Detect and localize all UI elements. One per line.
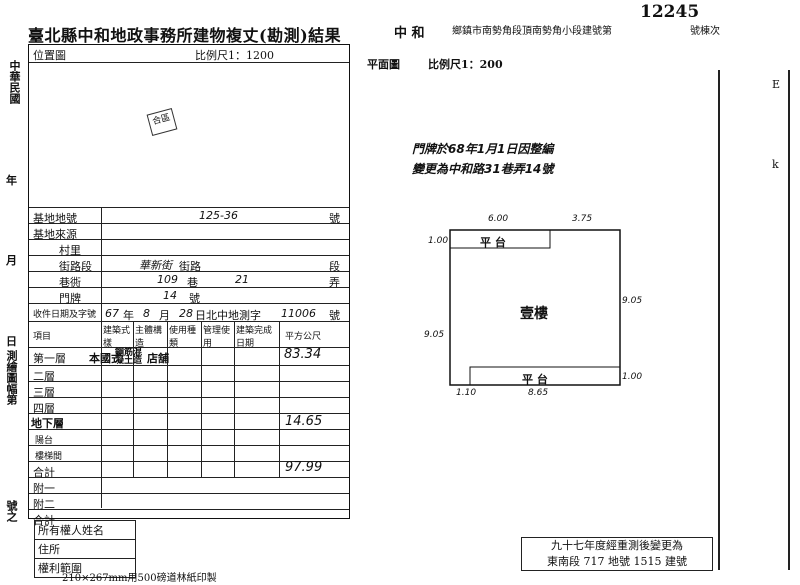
floor1-label: 第一層 bbox=[33, 352, 66, 365]
paper-note: 210×267mm用500磅道林紙印製 bbox=[62, 573, 217, 584]
side-month: 月 bbox=[6, 254, 17, 267]
address-label: 住所 bbox=[35, 540, 135, 559]
stair-label: 樓梯間 bbox=[35, 452, 63, 462]
head-item: 項目 bbox=[33, 332, 52, 342]
case-number: 11006 bbox=[281, 307, 316, 320]
total-label: 合計 bbox=[33, 466, 55, 479]
style-value: 本國式 bbox=[89, 352, 122, 365]
plan-note-1: 門牌於68年1月1日因整編 bbox=[412, 142, 554, 156]
road-suffix: 街路 bbox=[179, 260, 201, 273]
dim-left-top: 1.00 bbox=[428, 236, 449, 246]
platform-bottom-label: 平 台 bbox=[522, 373, 548, 386]
case-year: 67 bbox=[105, 307, 119, 320]
dim-right-bottom: 1.00 bbox=[622, 372, 643, 382]
alley-value: 21 bbox=[235, 273, 249, 286]
roc-vertical-label: 中華民國 bbox=[8, 60, 21, 104]
right-mark-2: k bbox=[772, 158, 779, 171]
side-day: 日 bbox=[6, 335, 17, 348]
base-number-label: 基地地號 bbox=[33, 212, 77, 225]
floor2-label: 二層 bbox=[33, 370, 55, 383]
section-suffix: 段 bbox=[329, 260, 340, 273]
village-label: 村里 bbox=[59, 244, 81, 257]
change-note-line1: 九十七年度經重測後變更為 bbox=[551, 539, 683, 552]
head-area: 平方公尺 bbox=[285, 332, 322, 342]
floor-plan-drawing bbox=[449, 229, 621, 386]
dim-top-b: 3.75 bbox=[572, 214, 593, 224]
form-frame: 位置圖 比例尺1：1200 合區 基地地號 125-36 號 基地來源 村里 街… bbox=[28, 44, 350, 527]
document-title: 臺北縣中和地政事務所建物複丈(勘測)結果 bbox=[28, 26, 342, 45]
platform-top-label: 平 台 bbox=[480, 236, 506, 249]
location-map-label: 位置圖 bbox=[33, 49, 66, 62]
base-number-value: 125-36 bbox=[199, 209, 238, 222]
balcony-label: 陽台 bbox=[35, 436, 54, 446]
case-month: 8 bbox=[143, 307, 150, 320]
case-label: 收件日期及字號 bbox=[33, 310, 97, 320]
dim-right: 9.05 bbox=[622, 296, 643, 306]
document-number: 12245 bbox=[640, 2, 700, 22]
case-year-suffix: 年 bbox=[123, 309, 134, 322]
owner-box: 所有權人姓名 住所 權利範圍 bbox=[34, 520, 136, 578]
total-area: 97.99 bbox=[285, 460, 323, 475]
owner-label: 所有權人姓名 bbox=[35, 521, 135, 540]
floor4-label: 四層 bbox=[33, 402, 55, 415]
rights-label: 權利範圍 bbox=[38, 562, 82, 575]
head-use: 使用種類 bbox=[169, 326, 197, 349]
lane-value: 109 bbox=[157, 273, 178, 286]
address-header-suffix: 號棟次 bbox=[690, 26, 720, 37]
case-day-suffix: 日北中地測字 bbox=[195, 309, 261, 322]
floor3-label: 三層 bbox=[33, 386, 55, 399]
base-source-label: 基地來源 bbox=[33, 228, 77, 241]
dim-bottom-a: 1.10 bbox=[456, 388, 477, 398]
annex1-label: 附一 bbox=[33, 482, 55, 495]
plan-note-2: 變更為中和路31巷弄14號 bbox=[412, 162, 554, 176]
location-stamp: 合區 bbox=[146, 108, 178, 136]
top-platform bbox=[449, 229, 551, 249]
door-value: 14 bbox=[163, 289, 177, 302]
case-day: 28 bbox=[179, 307, 193, 320]
plan-label: 平面圖 bbox=[367, 58, 400, 71]
right-edge-panel: E k bbox=[718, 70, 790, 570]
door-label: 門牌 bbox=[59, 292, 81, 305]
room-label: 壹樓 bbox=[520, 306, 548, 322]
head-manage: 管理使用 bbox=[203, 326, 231, 349]
dim-bottom-b: 8.65 bbox=[528, 388, 549, 398]
address-header-text: 鄉鎮市南勢角段頂南勢角小段建號第 bbox=[452, 26, 612, 37]
base-number-suffix: 號 bbox=[329, 212, 340, 225]
change-note-line2: 東南段 717 地號 1515 建號 bbox=[547, 555, 687, 568]
plan-scale: 比例尺1：200 bbox=[428, 58, 503, 71]
bottom-platform bbox=[469, 366, 621, 386]
road-label: 街路段 bbox=[59, 260, 92, 273]
annex2-label: 附二 bbox=[33, 498, 55, 511]
head-completion: 建築完成日期 bbox=[236, 326, 273, 349]
basement-area: 14.65 bbox=[285, 414, 323, 429]
side-survey-label: 測繪圖幅第 bbox=[5, 350, 18, 405]
road-value: 華新街 bbox=[139, 259, 172, 272]
lane-label: 巷衖 bbox=[59, 276, 81, 289]
district-prefix: 中 和 bbox=[394, 26, 425, 41]
dim-top-a: 6.00 bbox=[488, 214, 509, 224]
right-mark-1: E bbox=[772, 78, 781, 91]
use-value: 店舖 bbox=[147, 352, 169, 365]
structure-value: 鋼筋混凝土造 bbox=[115, 348, 143, 366]
change-note-box: 九十七年度經重測後變更為 東南段 717 地號 1515 建號 bbox=[521, 537, 713, 571]
alley-suffix: 弄 bbox=[329, 276, 340, 289]
floor1-area: 83.34 bbox=[284, 347, 322, 362]
side-year: 年 bbox=[6, 174, 17, 187]
floor-plan bbox=[420, 210, 640, 410]
basement-label: 地下層 bbox=[31, 417, 64, 430]
dim-left: 9.05 bbox=[424, 330, 445, 340]
head-structure: 主體構造 bbox=[135, 326, 163, 349]
case-month-suffix: 月 bbox=[159, 309, 170, 322]
case-number-suffix: 號 bbox=[329, 309, 340, 322]
head-style: 建築式樣 bbox=[103, 326, 131, 349]
side-number-of: 號之 bbox=[5, 500, 18, 522]
door-suffix: 號 bbox=[189, 292, 200, 305]
lane-suffix: 巷 bbox=[187, 276, 198, 289]
location-map-scale: 比例尺1：1200 bbox=[195, 49, 274, 62]
